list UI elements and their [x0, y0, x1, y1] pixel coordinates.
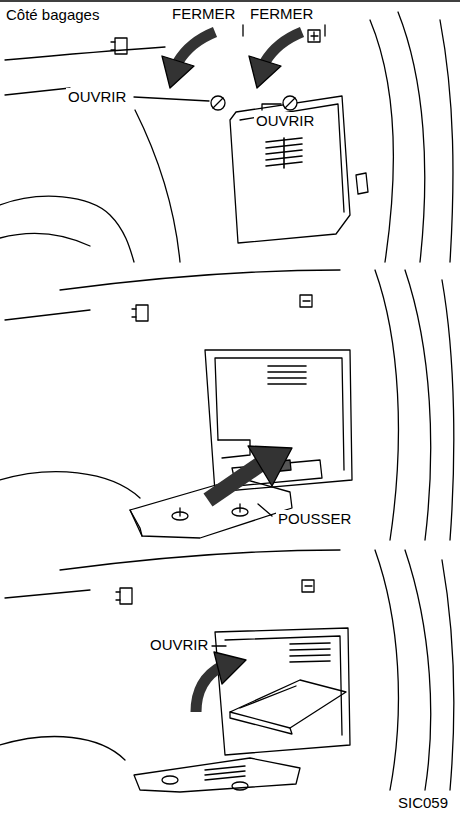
trunk-side-lid-removed	[0, 270, 454, 540]
trunk-side-lid-open	[0, 550, 454, 792]
action-label: POUSSER	[276, 510, 353, 528]
panel-title: Côté bagages	[4, 6, 101, 24]
action-label: FERMER	[170, 5, 237, 23]
figure-code: SIC059	[396, 794, 450, 812]
trunk-side-closed	[0, 12, 453, 262]
action-label: FERMER	[248, 5, 315, 23]
action-label: OUVRIR	[66, 88, 128, 106]
action-label: OUVRIR	[148, 636, 210, 654]
action-label: OUVRIR	[254, 112, 316, 130]
